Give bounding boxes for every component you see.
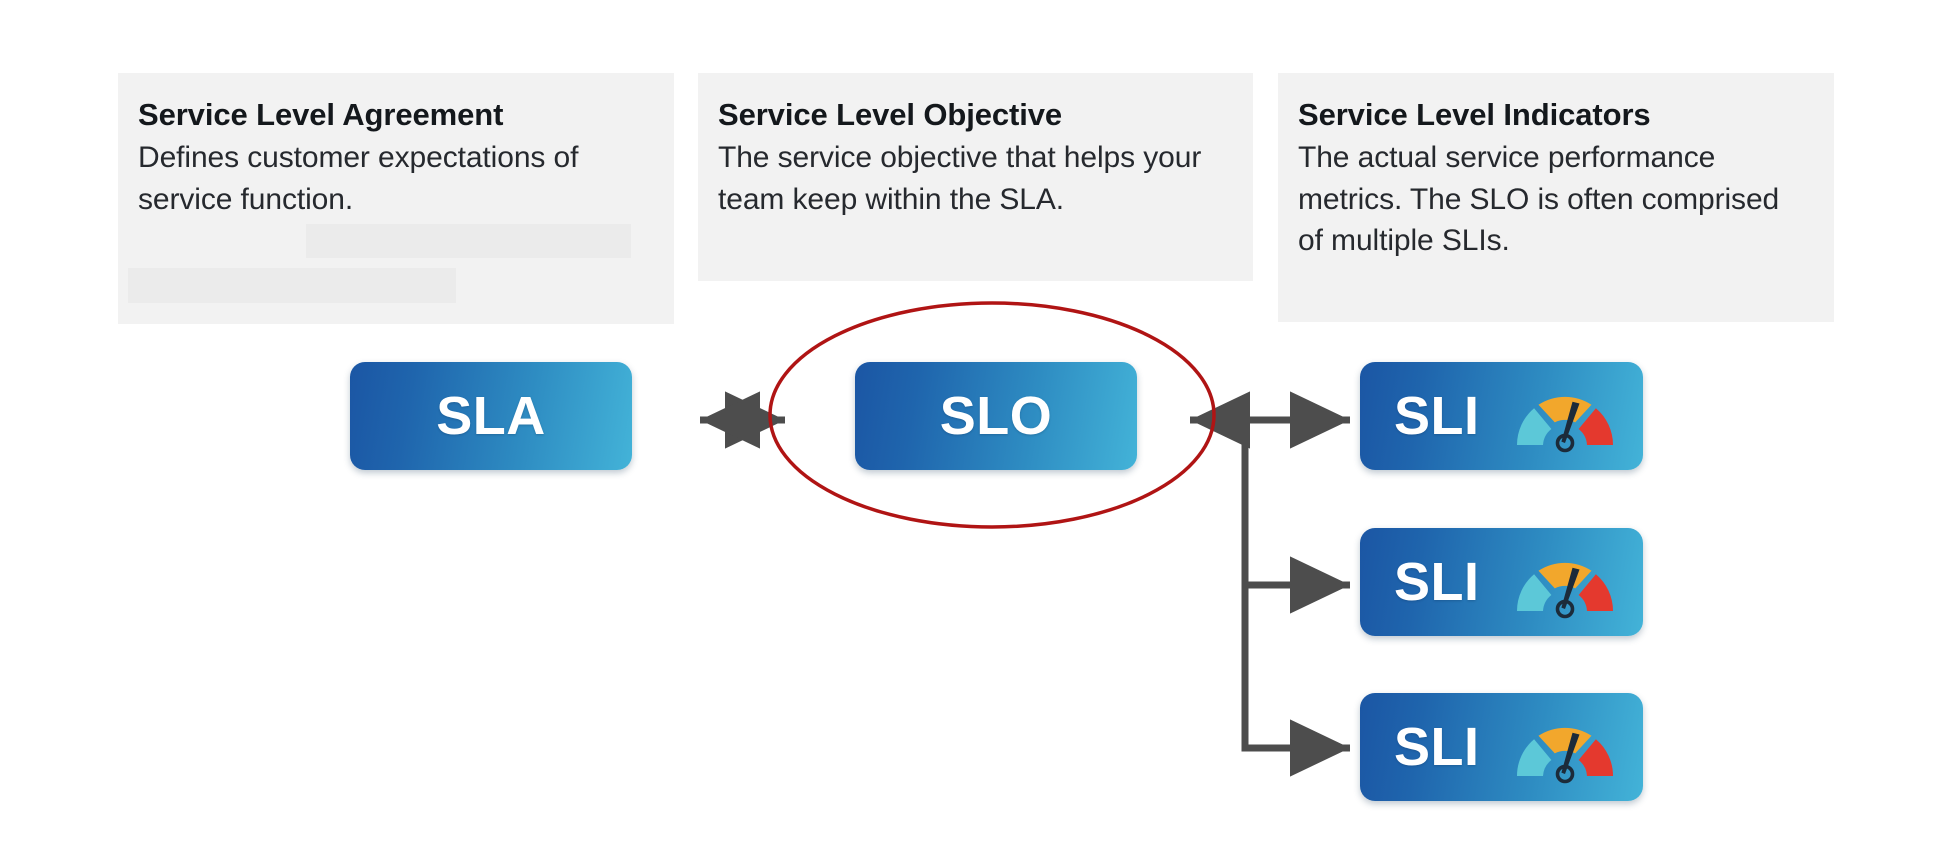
card-title-slo: Service Level Objective [718, 97, 1063, 132]
card-body-sli: The actual service performance metrics. … [1298, 141, 1780, 258]
card-service-level-indicators: Service Level Indicators The actual serv… [1278, 73, 1834, 322]
gauge-icon [1509, 710, 1621, 784]
gauge-icon [1509, 379, 1621, 453]
node-sli-2[interactable]: SLI [1360, 528, 1643, 636]
card-body-slo: The service objective that helps your te… [718, 141, 1202, 216]
card-body-sla: Defines customer expectations of service… [138, 141, 579, 216]
gauge-icon [1509, 545, 1621, 619]
node-sla[interactable]: SLA [350, 362, 632, 470]
placeholder-block-1 [306, 224, 631, 258]
placeholder-block-2 [128, 268, 456, 303]
node-sli-3[interactable]: SLI [1360, 693, 1643, 801]
node-sli-1[interactable]: SLI [1360, 362, 1643, 470]
node-slo-label: SLO [939, 386, 1053, 446]
card-service-level-objective: Service Level Objective The service obje… [698, 73, 1253, 281]
node-slo[interactable]: SLO [855, 362, 1137, 470]
card-service-level-agreement: Service Level Agreement Defines customer… [118, 73, 674, 324]
node-sla-label: SLA [436, 386, 546, 446]
card-title-sla: Service Level Agreement [138, 97, 504, 132]
card-title-sli: Service Level Indicators [1298, 97, 1651, 132]
node-sli-1-label: SLI [1394, 386, 1480, 446]
node-sli-3-label: SLI [1394, 717, 1480, 777]
node-sli-2-label: SLI [1394, 552, 1480, 612]
